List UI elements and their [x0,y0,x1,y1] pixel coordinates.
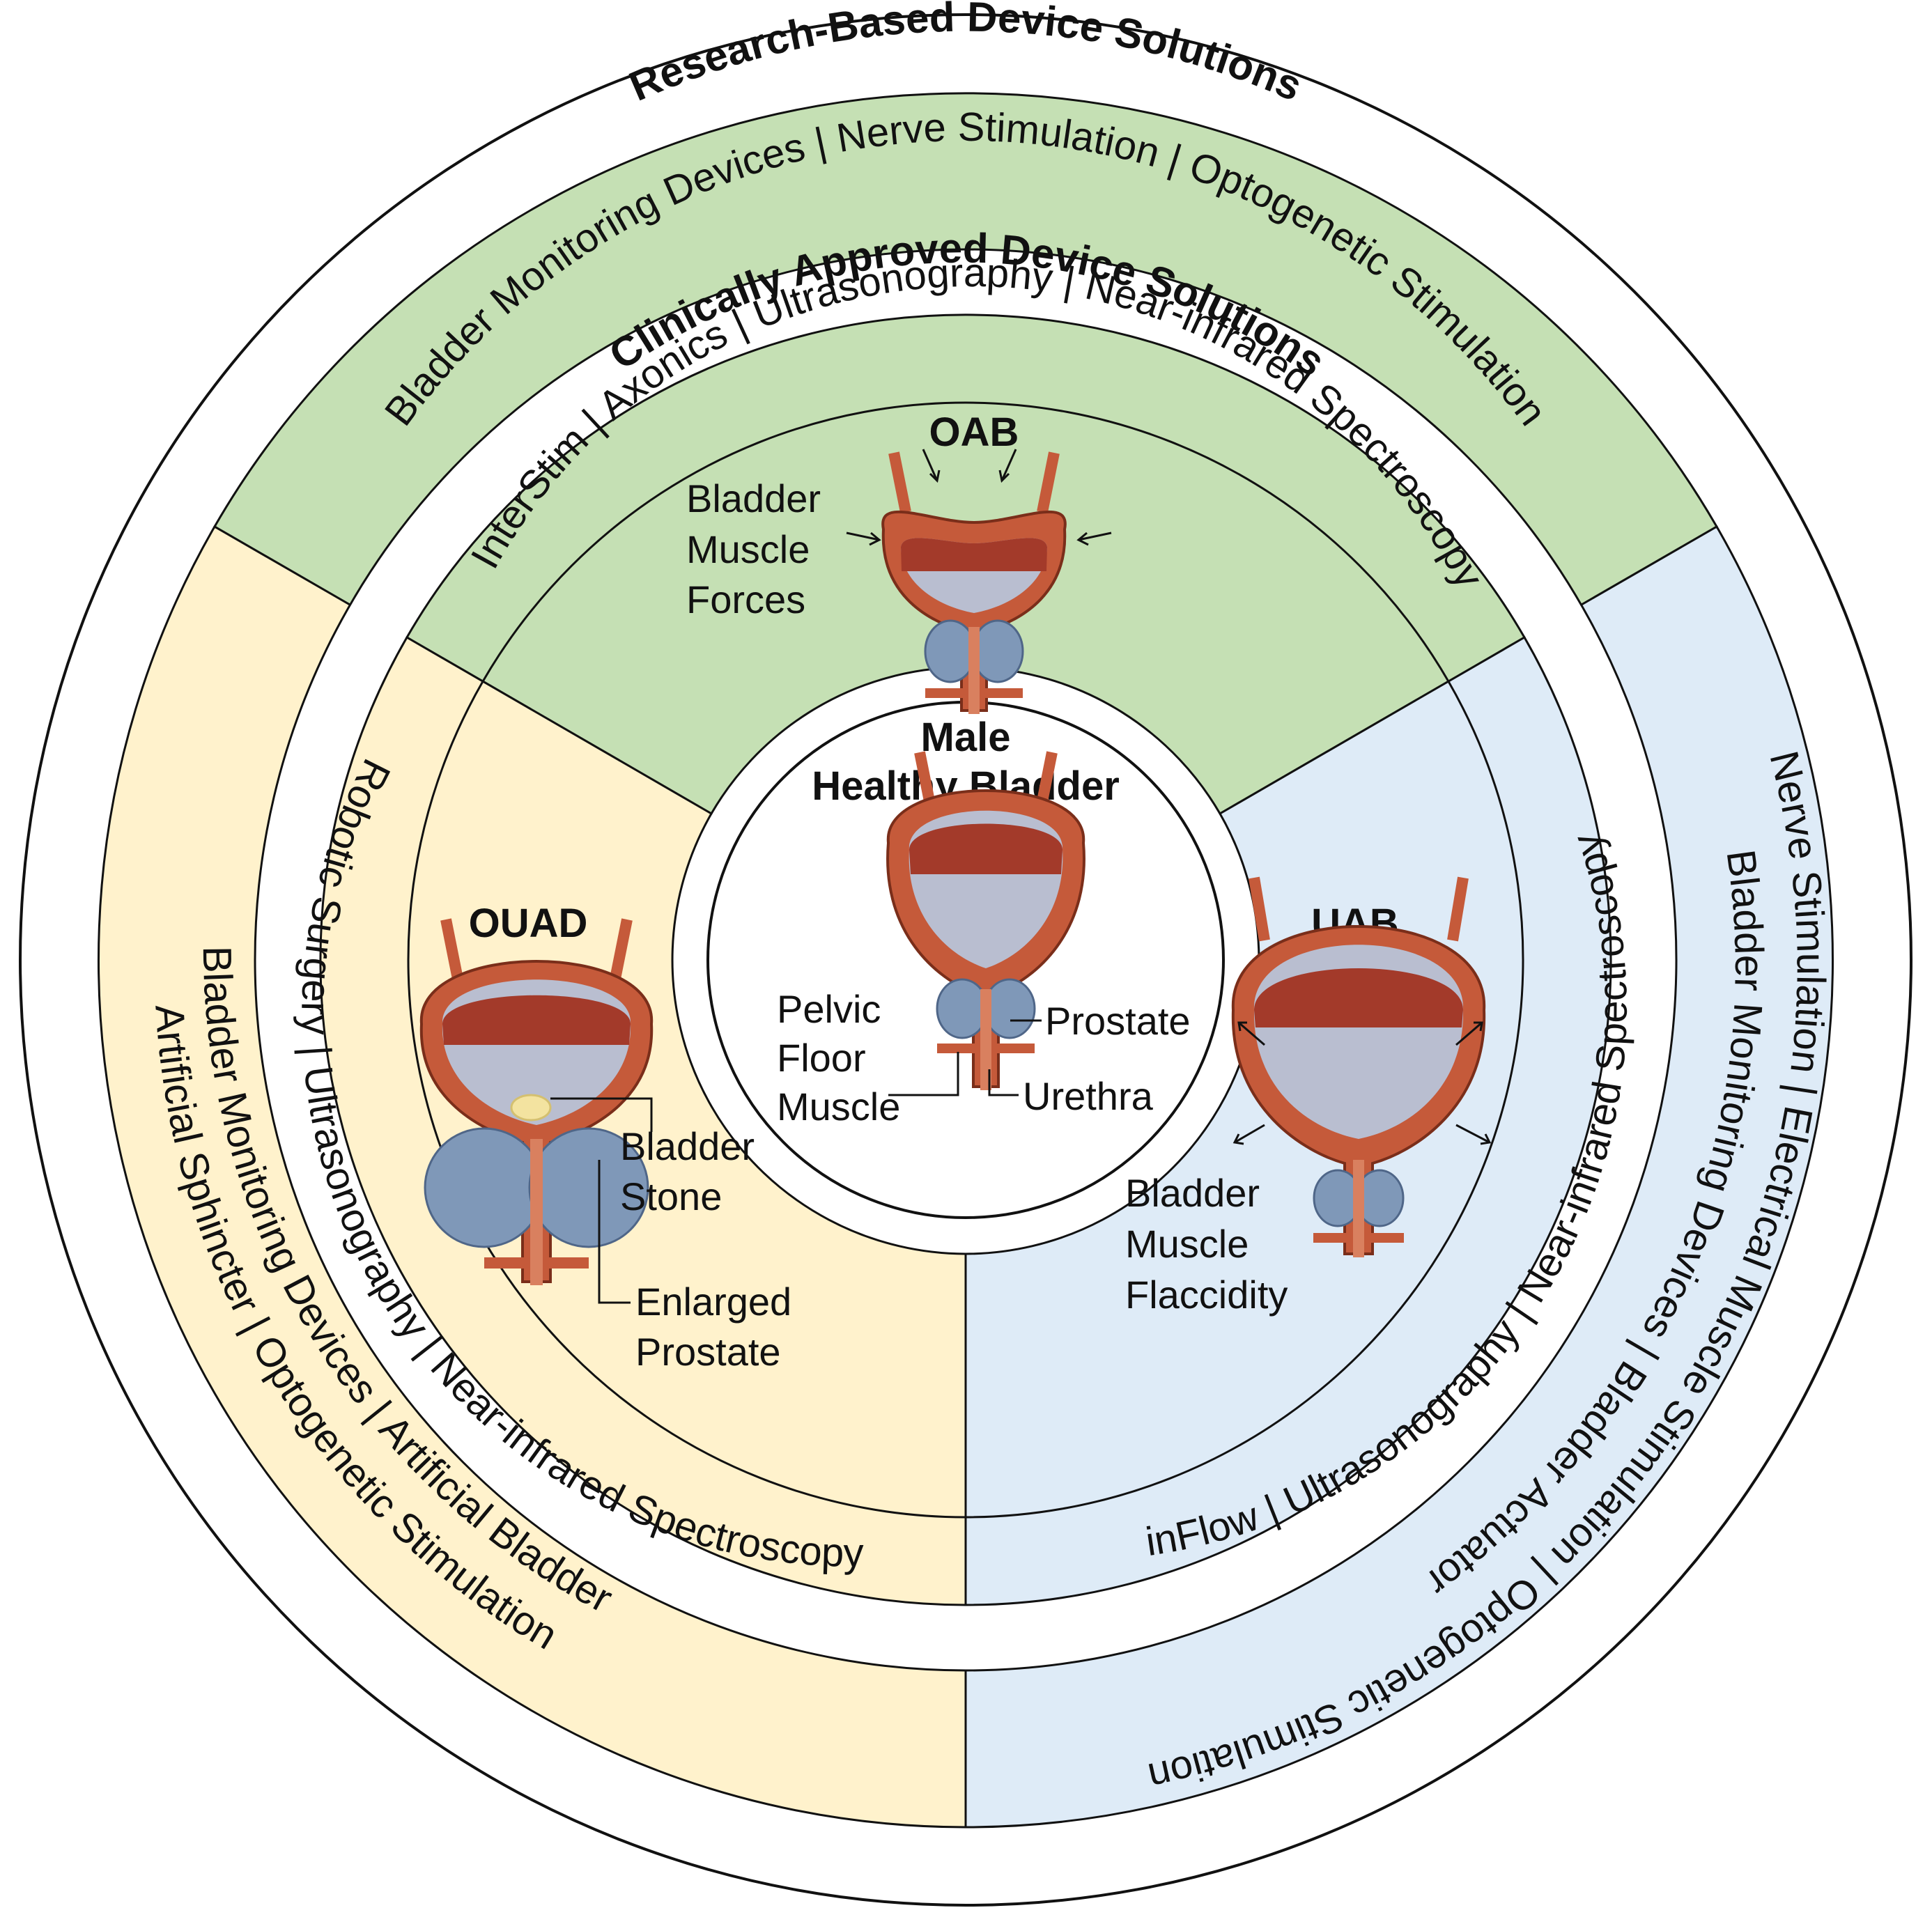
enlarged-prostate-leader-line [598,1160,631,1304]
uab-label-3: Flaccidity [1125,1273,1288,1317]
oab-heading: OAB [929,410,1019,455]
prostate-label: Prostate [1045,999,1191,1043]
enlarged-prostate-label-2: Prostate [635,1330,781,1374]
uab-label-2: Muscle [1125,1222,1249,1266]
uab-label-1: Bladder [1125,1171,1260,1215]
pelvic-leader-line [888,1052,959,1096]
inner-divider-circle [407,401,1524,1519]
pelvic-label-2: Floor [777,1036,866,1080]
oab-label-2: Muscle [686,527,810,571]
urethra-leader-line [988,1069,1019,1096]
enlarged-prostate-label-1: Enlarged [635,1280,791,1324]
center-title-line1: Male [921,715,1011,760]
oab-label-1: Bladder [686,476,821,520]
stone-label-2: Stone [620,1174,722,1218]
pelvic-label-1: Pelvic [777,987,881,1031]
stone-label-1: Bladder [620,1124,755,1168]
oab-label-3: Forces [686,577,805,621]
pelvic-label-3: Muscle [777,1085,900,1128]
stone-leader-line [550,1097,653,1132]
ouad-bladder-illustration [422,920,651,1285]
oab-force-arrows [846,449,1112,546]
ouad-heading: OUAD [469,901,588,946]
urethra-label: Urethra [1023,1074,1154,1118]
inner-sector-ouad [319,635,967,1606]
uab-flaccidity-arrows [1232,1021,1492,1145]
